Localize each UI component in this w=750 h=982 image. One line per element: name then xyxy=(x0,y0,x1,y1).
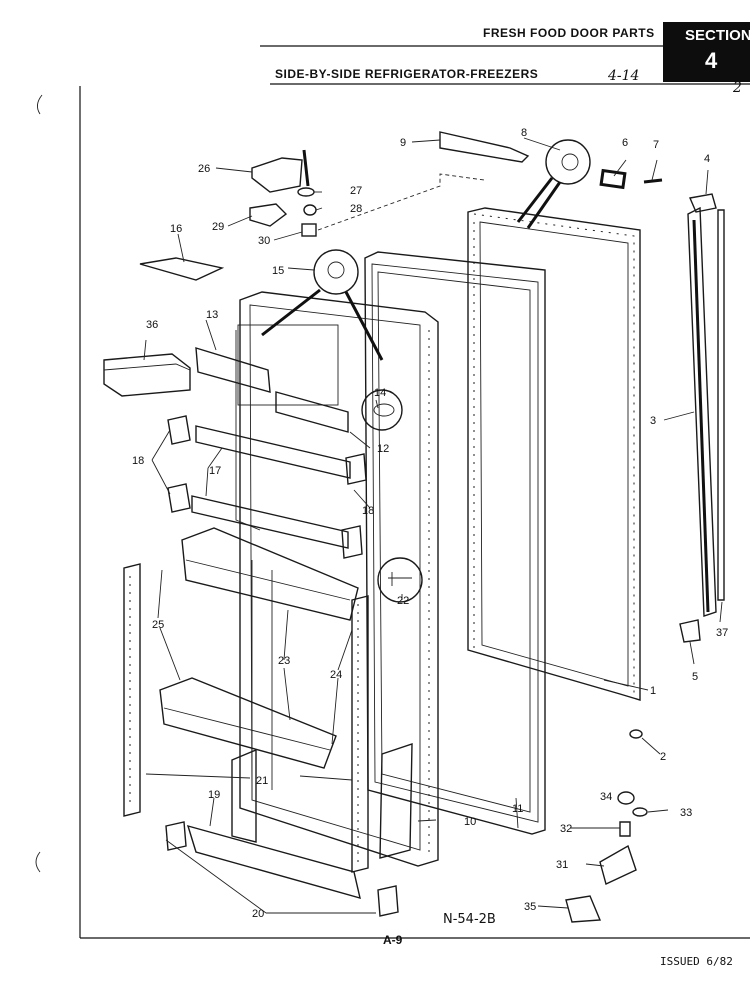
page-title: FRESH FOOD DOOR PARTS xyxy=(483,26,655,40)
door-shelf-upper xyxy=(181,527,359,621)
leader-lines xyxy=(143,137,723,914)
handwritten-page-note: 2 xyxy=(733,80,742,96)
callout-label: 16 xyxy=(170,223,182,235)
page-number: A-9 xyxy=(383,933,403,947)
detail-lines-8 xyxy=(516,177,562,229)
callout-label: 11 xyxy=(512,803,523,815)
callout-label: 31 xyxy=(556,859,568,871)
callout-label: 4 xyxy=(704,153,710,165)
shelf-13 xyxy=(195,347,271,393)
door-gasket-frame xyxy=(467,207,641,701)
handwritten-note: 4-14 xyxy=(608,68,640,84)
part-6 xyxy=(599,168,627,190)
callout-label: 18 xyxy=(362,505,374,517)
shelf-bar-17b xyxy=(191,495,349,549)
clip-20b xyxy=(377,885,399,917)
bushing-28 xyxy=(303,204,317,216)
callout-label: 9 xyxy=(400,137,406,149)
callout-label: 17 xyxy=(209,465,221,477)
callout-label: 7 xyxy=(653,139,659,151)
binder-mark xyxy=(35,851,41,873)
callout-label: 26 xyxy=(198,163,210,175)
top-hinge xyxy=(439,131,530,163)
bracket-29 xyxy=(249,203,288,227)
bin-36 xyxy=(103,353,191,397)
alignment-line xyxy=(317,173,485,231)
side-wall-21 xyxy=(231,748,257,843)
callout-label: 3 xyxy=(650,415,656,427)
callout-label: 29 xyxy=(212,221,224,233)
door-panel-21 xyxy=(379,743,413,859)
callout-label: 1 xyxy=(650,685,656,697)
callout-label: 12 xyxy=(377,443,389,455)
callout-label: 18 xyxy=(132,455,144,467)
lower-hinge-bracket xyxy=(251,157,303,193)
binder-mark xyxy=(37,94,43,115)
callout-label: 5 xyxy=(692,671,698,683)
detail-circle-14 xyxy=(361,389,403,431)
section-number: 4 xyxy=(705,48,718,73)
clip-18a xyxy=(167,415,191,445)
callout-label: 20 xyxy=(252,908,264,920)
shelf-12 xyxy=(275,391,349,433)
callout-label: 37 xyxy=(716,627,728,639)
callout-label: 2 xyxy=(660,751,666,763)
bracket-31 xyxy=(599,844,637,885)
door-liner xyxy=(235,291,439,867)
callout-label: 25 xyxy=(152,619,164,631)
detail-circle-8 xyxy=(545,139,591,185)
callout-label: 21 xyxy=(256,775,268,787)
inner-door-gasket xyxy=(364,251,546,835)
trim-strip xyxy=(687,206,725,617)
plug-2 xyxy=(629,729,643,739)
section-badge: SECTION 4 xyxy=(663,22,750,82)
diagram-reference-code: N-54-2B xyxy=(443,912,496,927)
callout-label: 35 xyxy=(524,901,536,913)
callout-label: 19 xyxy=(208,789,220,801)
spacer-30 xyxy=(301,223,317,237)
callout-label: 30 xyxy=(258,235,270,247)
page-subtitle: SIDE-BY-SIDE REFRIGERATOR-FREEZERS xyxy=(275,67,539,81)
callout-label: 32 xyxy=(560,823,572,835)
section-label: SECTION xyxy=(685,27,750,44)
shelf-bar-17a xyxy=(195,425,351,479)
clip-20a xyxy=(165,821,187,851)
detail-lines-15 xyxy=(261,288,384,361)
bracket-35 xyxy=(565,895,602,923)
callout-label: 6 xyxy=(622,137,628,149)
callout-label: 15 xyxy=(272,265,284,277)
top-cap xyxy=(689,193,717,213)
clip-18d xyxy=(341,525,363,559)
part-7 xyxy=(643,178,663,184)
bottom-cap xyxy=(679,619,701,643)
clip-18c xyxy=(345,453,367,485)
callout-label: 8 xyxy=(521,127,527,139)
callout-label: 28 xyxy=(350,203,362,215)
part-16 xyxy=(139,257,225,281)
washer-33 xyxy=(632,807,648,817)
screw-32 xyxy=(619,821,631,837)
callout-label: 34 xyxy=(600,791,612,803)
rail-right xyxy=(351,595,369,873)
nut-34 xyxy=(617,791,635,805)
callout-label: 14 xyxy=(374,387,386,399)
issued-date: ISSUED 6/82 xyxy=(660,955,733,968)
bottom-bar-19 xyxy=(186,824,361,899)
callout-label: 22 xyxy=(397,595,409,607)
callout-label: 27 xyxy=(350,185,362,197)
detail-circle-15 xyxy=(313,249,359,295)
callout-label: 36 xyxy=(146,319,158,331)
callout-labels: 1 2 3 4 5 6 7 8 9 10 11 12 13 14 15 16 1… xyxy=(132,127,728,920)
callout-label: 33 xyxy=(680,807,692,819)
clip-18b xyxy=(167,483,191,513)
callout-label: 10 xyxy=(464,816,476,828)
rail-left xyxy=(123,563,141,817)
callout-label: 24 xyxy=(330,669,342,681)
detail-circle-22 xyxy=(377,557,423,603)
washer-27 xyxy=(297,187,315,197)
callout-label: 23 xyxy=(278,655,290,667)
door-shelf-lower xyxy=(159,677,337,769)
callout-label: 13 xyxy=(206,309,218,321)
